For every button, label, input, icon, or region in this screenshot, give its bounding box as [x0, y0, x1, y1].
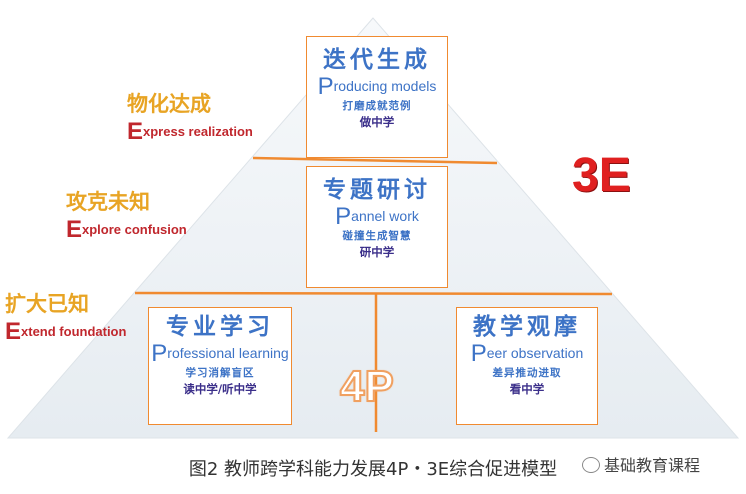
professional-mode: 读中学/听中学	[183, 382, 257, 396]
wechat-icon	[582, 457, 600, 473]
stage-explore-cn: 攻克未知	[66, 190, 150, 214]
pannel-desc: 碰撞生成智慧	[342, 230, 412, 242]
professional-en: Professional learning	[151, 340, 289, 367]
divider-top	[252, 156, 498, 165]
pannel-mode: 研中学	[359, 245, 395, 259]
label-3e: 3E	[572, 149, 631, 202]
figure-caption: 图2 教师跨学科能力发展4P・3E综合促进模型	[188, 459, 558, 480]
pannel-cn: 专题研讨	[323, 176, 431, 203]
stage-explore-en: Explore confusion	[66, 216, 187, 243]
producing-en: Producing models	[317, 73, 437, 100]
watermark: 基础教育课程	[582, 452, 700, 476]
box-peer-observation: 教学观摩 Peer observation 差异推动进取 看中学	[456, 307, 598, 425]
box-producing-models: 迭代生成 Producing models 打磨成就范例 做中学	[306, 36, 448, 158]
peer-en: Peer observation	[470, 340, 584, 367]
producing-desc: 打磨成就范例	[342, 100, 412, 112]
peer-mode: 看中学	[509, 382, 545, 396]
watermark-text: 基础教育课程	[604, 456, 701, 475]
professional-cn: 专业学习	[166, 313, 274, 340]
professional-desc: 学习消解盲区	[185, 367, 255, 379]
stage-express-cn: 物化达成	[127, 92, 211, 116]
producing-mode: 做中学	[359, 115, 395, 129]
producing-cn: 迭代生成	[323, 46, 431, 73]
box-pannel-work: 专题研讨 Pannel work 碰撞生成智慧 研中学	[306, 166, 448, 288]
label-4p: 4P	[339, 361, 395, 412]
stage-express-en: Express realization	[127, 118, 253, 145]
stage-extend-en: Extend foundation	[5, 318, 127, 345]
peer-cn: 教学观摩	[473, 313, 581, 340]
peer-desc: 差异推动进取	[492, 367, 562, 379]
box-professional-learning: 专业学习 Professional learning 学习消解盲区 读中学/听中…	[148, 307, 292, 425]
divider-middle	[134, 291, 613, 296]
pannel-en: Pannel work	[335, 203, 419, 230]
stage-extend-cn: 扩大已知	[5, 292, 89, 316]
